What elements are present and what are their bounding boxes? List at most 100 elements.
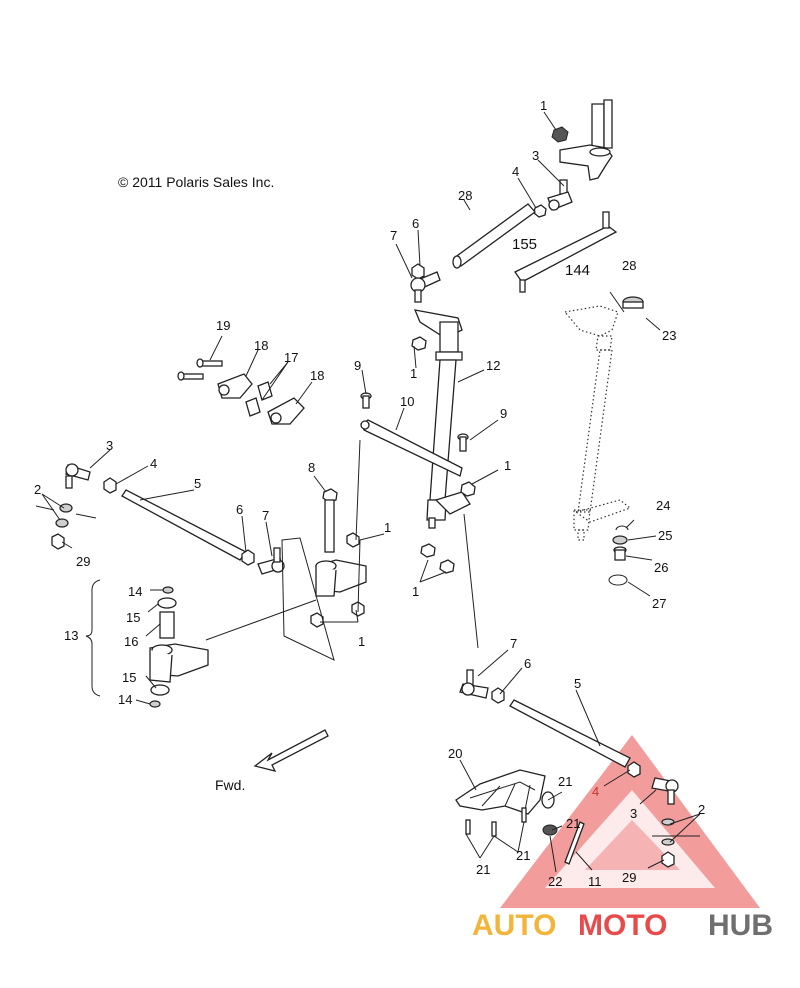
tie-rod-28-lower (514, 211, 618, 293)
callout-25: 25 (658, 528, 672, 543)
leader-lines (35, 111, 701, 873)
callout-3: 3 (532, 148, 539, 163)
callout-6: 6 (524, 656, 531, 671)
callout-21: 21 (516, 848, 530, 863)
rod-dimension-144: 144 (565, 262, 590, 279)
bolt-19-lower (177, 371, 204, 381)
callout-29: 29 (76, 554, 90, 569)
snap-ring-24 (615, 525, 629, 531)
callout-3: 3 (630, 806, 637, 821)
screw-21-b (491, 821, 497, 837)
tie-rod-5-left (121, 489, 247, 561)
nut-1-spindle-c (310, 612, 324, 628)
callout-1: 1 (384, 520, 391, 535)
nut-1-top (551, 126, 569, 143)
bolt-9-right (457, 433, 469, 452)
snap-ring-27 (608, 574, 628, 586)
grommet-22 (542, 824, 558, 836)
copyright-text: © 2011 Polaris Sales Inc. (118, 174, 274, 190)
pin-11 (564, 821, 585, 865)
nut-4-left (103, 477, 117, 494)
nut-29-left (51, 533, 65, 550)
watermark-text-auto: AUTO (472, 909, 556, 942)
callout-4: 4 (150, 456, 157, 471)
callout-10: 10 (400, 394, 414, 409)
callout-22: 22 (548, 874, 562, 889)
callout-1: 1 (412, 584, 419, 599)
callout-7: 7 (390, 228, 397, 243)
rod-end-7-top (410, 271, 441, 303)
callout-5: 5 (574, 676, 581, 691)
callout-5: 5 (194, 476, 201, 491)
nut-29-right (661, 851, 675, 868)
pitman-arm (434, 491, 471, 515)
callout-16: 16 (124, 634, 138, 649)
nut-1-shaft-bottom-a (420, 543, 436, 558)
callout-6: 6 (236, 502, 243, 517)
sleeve-16 (159, 611, 175, 639)
jam-nut-6-left (241, 549, 255, 566)
steering-arm-housing (315, 559, 367, 597)
nut-1-spindle-a (346, 532, 360, 548)
callout-17: 17 (284, 350, 298, 365)
callout-4: 4 (592, 784, 599, 799)
jam-nut-6-right (491, 687, 505, 704)
callout-2: 2 (34, 482, 41, 497)
watermark-triangle-core (585, 820, 680, 870)
nut-1-shaft-bottom-b (439, 559, 455, 574)
callout-21: 21 (566, 816, 580, 831)
rod-end-7-left (257, 547, 285, 575)
nut-1-shaft-right (460, 481, 476, 497)
callout-27: 27 (652, 596, 666, 611)
housing-13 (149, 643, 209, 683)
steering-post-upper (559, 99, 613, 181)
callout-26: 26 (654, 560, 668, 575)
callout-8: 8 (308, 460, 315, 475)
steering-post-dotted (563, 305, 632, 541)
callout-14: 14 (118, 692, 132, 707)
callout-29: 29 (622, 870, 636, 885)
callout-15: 15 (122, 670, 136, 685)
spacer-17-a (257, 381, 273, 401)
cap-14-bottom (149, 700, 161, 708)
callout-9: 9 (354, 358, 361, 373)
screw-21-c (521, 807, 527, 823)
bolt-19 (196, 358, 223, 368)
forward-direction-label: Fwd. (215, 777, 245, 793)
watermark-text-moto: MOTO (578, 909, 667, 942)
drag-link-10 (360, 419, 463, 477)
washer-2-left (55, 503, 73, 528)
callout-1: 1 (540, 98, 547, 113)
tie-rod-end-3-right (651, 777, 679, 805)
washer-25 (612, 535, 628, 545)
forward-arrow-icon (253, 729, 329, 772)
bracket-18-left (217, 373, 253, 399)
callout-14: 14 (128, 584, 142, 599)
callout-28: 28 (458, 188, 472, 203)
callout-1: 1 (358, 634, 365, 649)
callout-20: 20 (448, 746, 462, 761)
callout-21: 21 (558, 774, 572, 789)
callout-1: 1 (504, 458, 511, 473)
callout-18: 18 (310, 368, 324, 383)
callout-18: 18 (254, 338, 268, 353)
callout-28: 28 (622, 258, 636, 273)
callout-9: 9 (500, 406, 507, 421)
callout-7: 7 (510, 636, 517, 651)
callout-21: 21 (476, 862, 490, 877)
bolt-9-left (360, 392, 372, 409)
rod-dimension-155: 155 (512, 236, 537, 253)
spindle-8 (322, 488, 338, 553)
bushing-26 (613, 546, 627, 561)
callout-13: 13 (64, 628, 78, 643)
spacer-17-b (245, 397, 261, 417)
callout-6: 6 (412, 216, 419, 231)
cap-23 (622, 296, 644, 309)
callout-12: 12 (486, 358, 500, 373)
callout-1: 1 (410, 366, 417, 381)
jam-nut-6-top (411, 263, 425, 280)
callout-24: 24 (656, 498, 670, 513)
screw-21-a (465, 819, 471, 835)
nut-4-right (627, 761, 641, 778)
callout-11: 11 (588, 874, 602, 889)
